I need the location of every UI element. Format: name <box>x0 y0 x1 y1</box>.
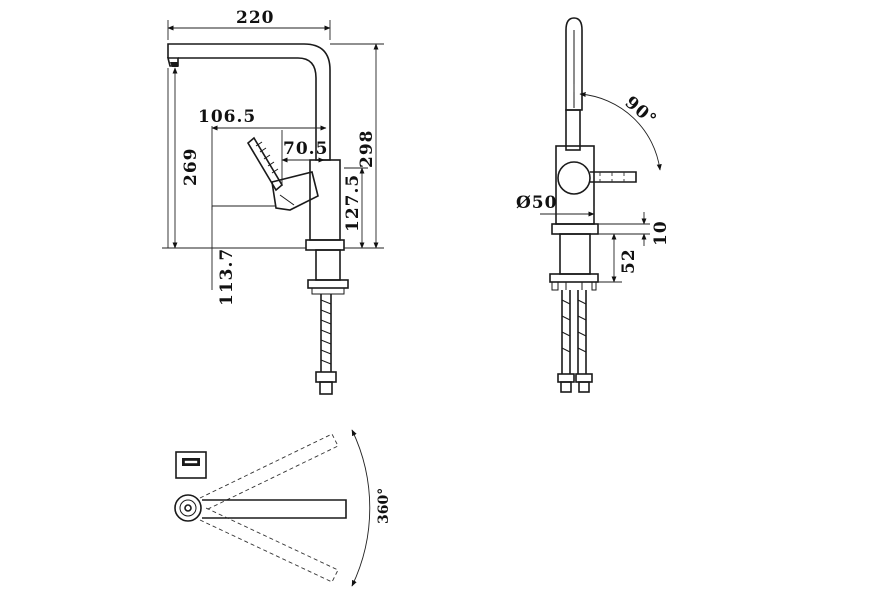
dim-269: 269 <box>162 67 306 249</box>
dim-220-label: 220 <box>236 8 275 28</box>
side-view: 90° Ø50 10 52 <box>516 17 671 393</box>
dim-269-label: 269 <box>181 148 201 187</box>
dim-127-5-label: 127.5 <box>343 174 363 232</box>
dim-298: 298 <box>330 43 384 249</box>
dim-298-label: 298 <box>357 130 377 169</box>
dim-diameter-label: Ø50 <box>516 193 557 213</box>
front-view: 220 298 269 106.5 70.5 <box>162 8 384 395</box>
dim-90-angle: 90° <box>573 84 662 171</box>
spout-positions <box>199 433 347 583</box>
dim-127-5: 127.5 <box>212 167 368 249</box>
dim-90-label: 90° <box>621 93 661 131</box>
dim-106-5-label: 106.5 <box>198 107 256 127</box>
dim-220: 220 <box>167 8 331 40</box>
dim-113-7-label: 113.7 <box>217 248 237 306</box>
dim-diameter-50: Ø50 <box>516 193 595 222</box>
dim-10: 10 <box>598 212 671 246</box>
dim-70-5-label: 70.5 <box>283 139 328 159</box>
faucet-body <box>305 159 349 395</box>
side-body <box>549 145 637 393</box>
dim-52: 52 <box>598 233 639 283</box>
dim-52-label: 52 <box>619 248 639 274</box>
dim-360-angle: 360° <box>351 429 392 587</box>
top-view: 360° <box>174 429 392 587</box>
lever <box>246 136 319 211</box>
dim-70-5: 70.5 <box>281 130 328 186</box>
dim-113-7: 113.7 <box>211 206 237 306</box>
dim-360-label: 360° <box>376 488 392 524</box>
dim-106-5: 106.5 <box>198 107 327 210</box>
top-body <box>174 451 207 522</box>
dim-10-label: 10 <box>651 220 671 246</box>
